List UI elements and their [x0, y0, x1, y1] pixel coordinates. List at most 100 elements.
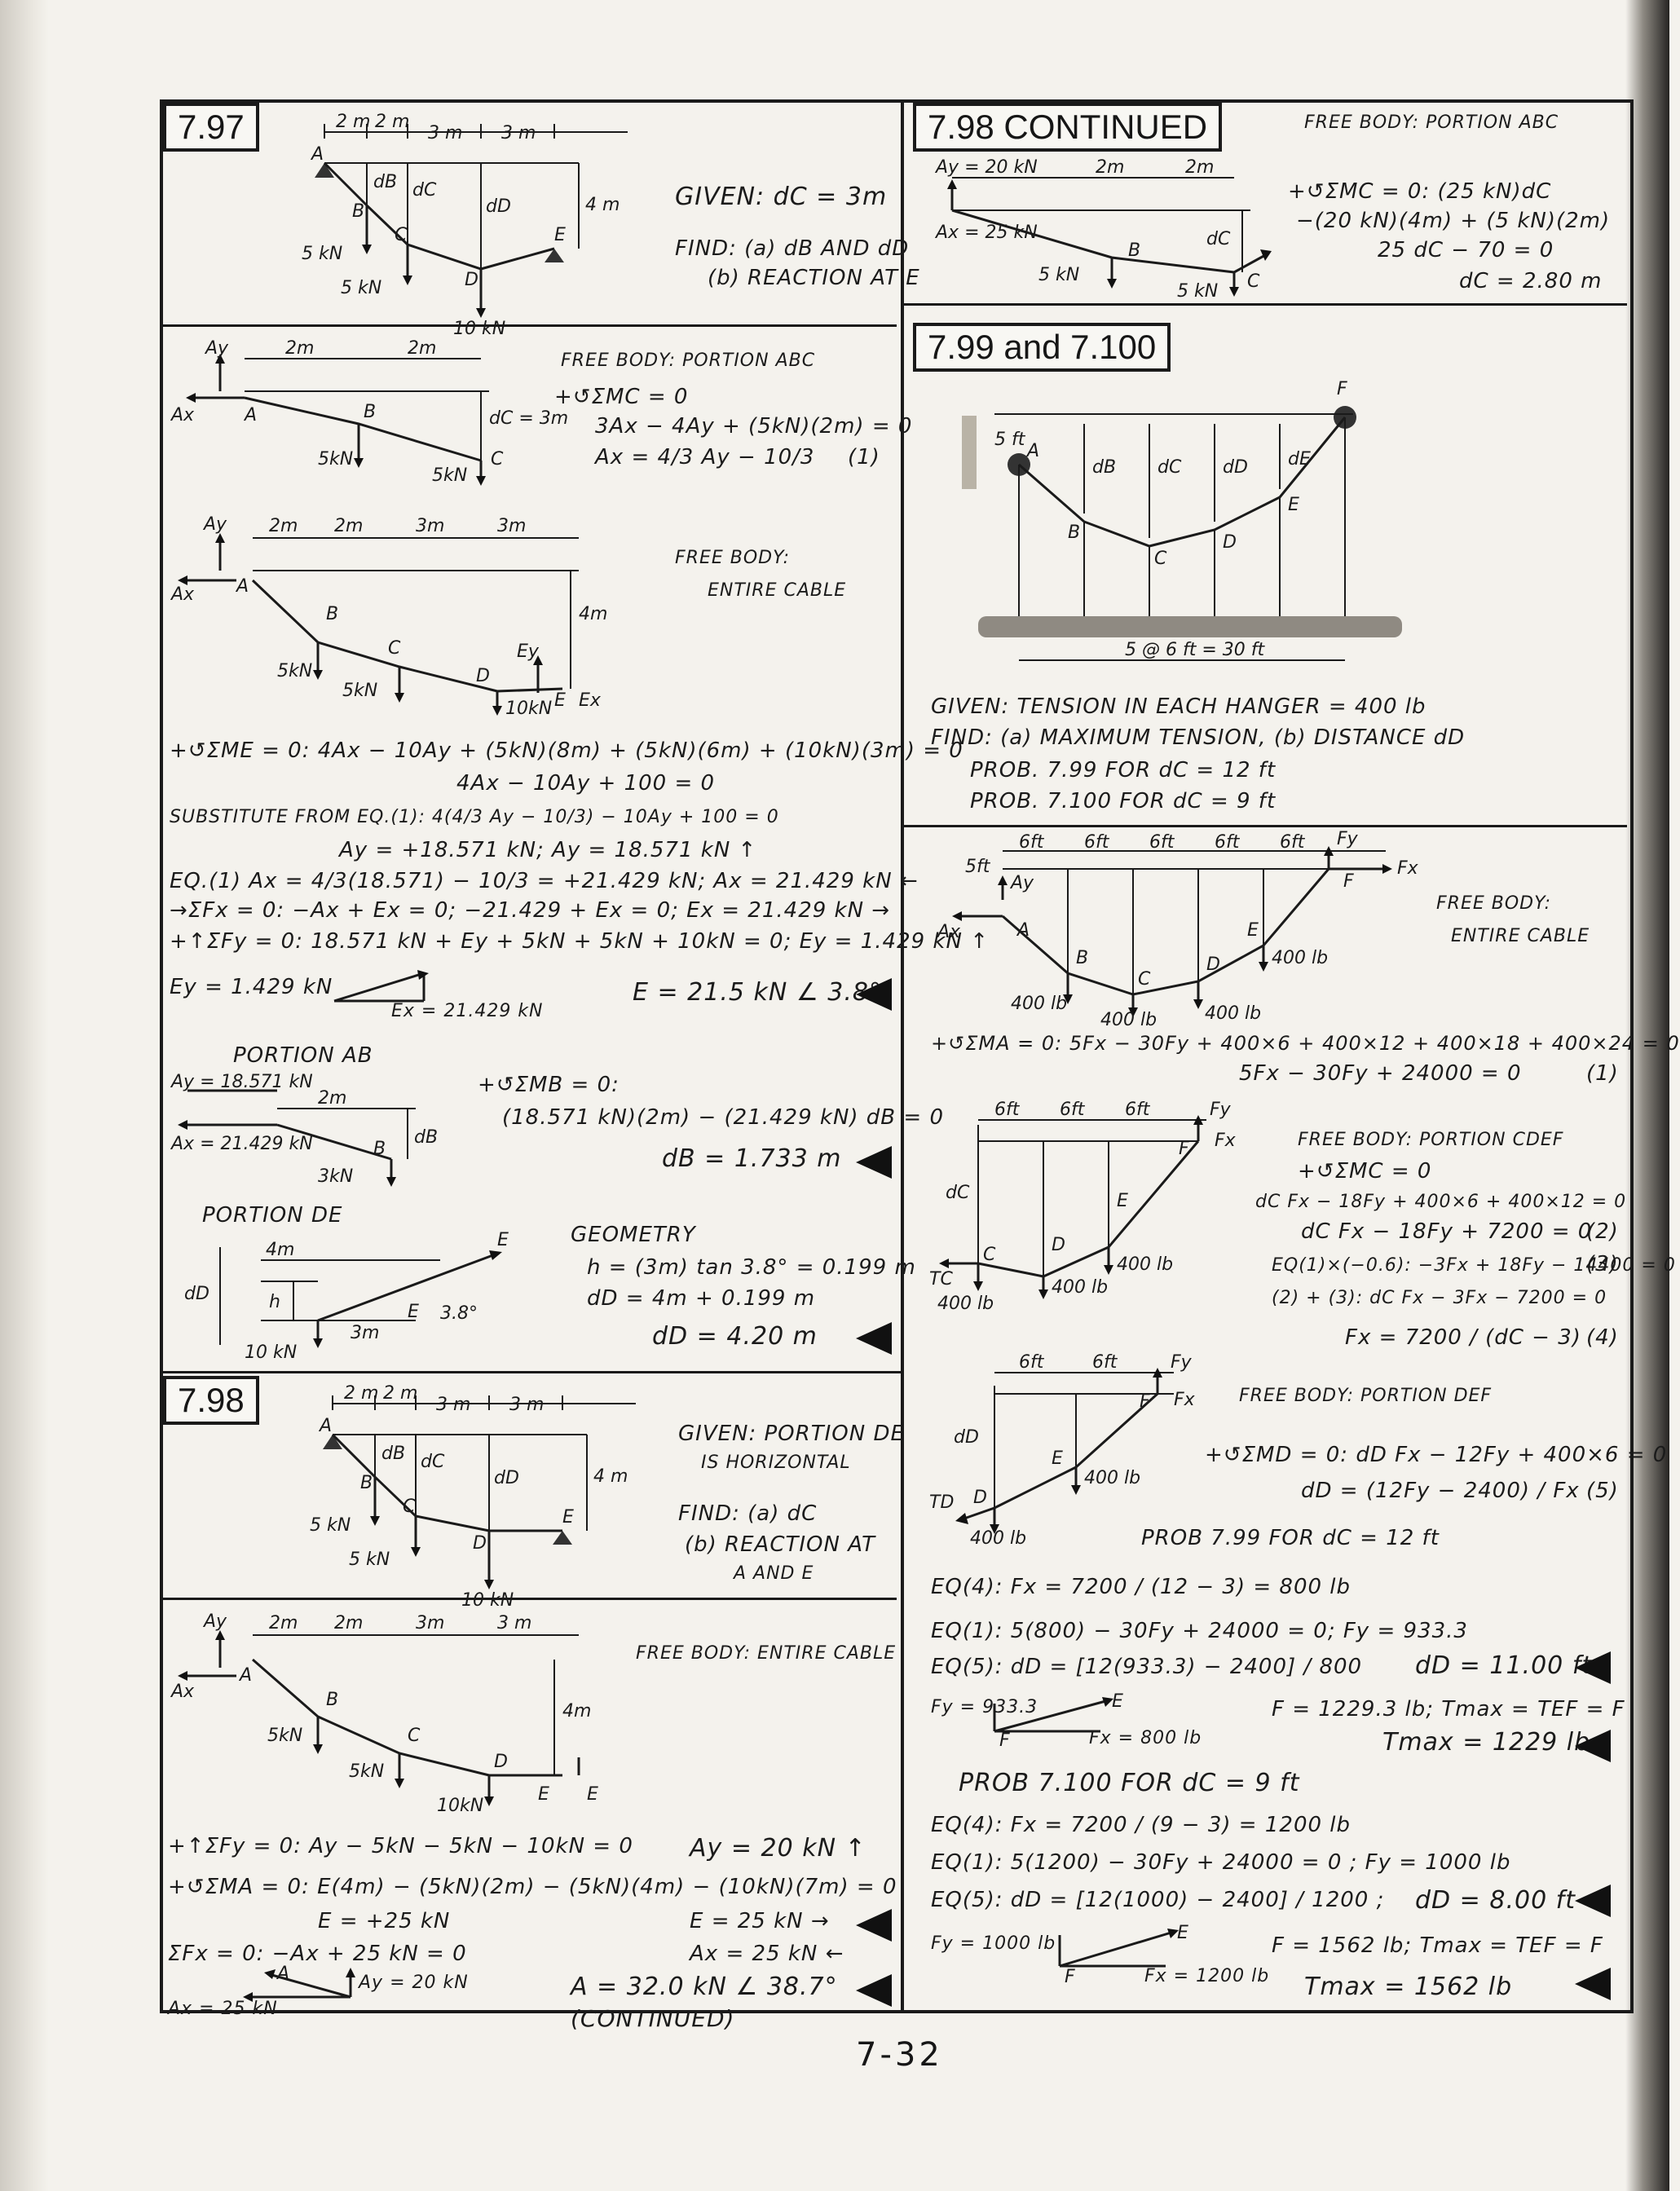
page-frame	[160, 99, 1634, 2013]
tri-fy-799: Fy = 933.3	[931, 1697, 1038, 1717]
fb-load: 5kN	[318, 449, 353, 470]
fb-f: F	[1179, 1139, 1189, 1159]
result-a-798: A = 32.0 kN ∠ 38.7°	[571, 1973, 838, 2001]
tri-ax: Ax = 25 kN	[168, 1999, 278, 2019]
fb-label-e: E	[538, 1784, 549, 1805]
support-a-icon	[315, 163, 334, 178]
fb-entire-cable-797: Ay Ax A B C D E Ey Ex 2m 2m 3m 3m 4m 5kN…	[170, 514, 607, 719]
eq-line-2: 4Ax − 10Ay + 100 = 0	[456, 771, 716, 796]
fig-dc: dC	[1157, 457, 1182, 478]
fig-label-db: dB	[373, 172, 397, 192]
fb-portion-abc-798: Ay = 20 kN Ax = 25 kN 2m 2m B C dC 5 kN …	[934, 157, 1272, 302]
given-798: GIVEN: PORTION DE	[678, 1422, 905, 1446]
eq-ma-2: 5Fx − 30Fy + 24000 = 0	[1239, 1061, 1522, 1086]
ans-7100-1: EQ(4): Fx = 7200 / (9 − 3) = 1200 lb	[931, 1813, 1351, 1837]
fb-dc: dC	[946, 1183, 970, 1203]
fb-load: 5kN	[432, 465, 467, 486]
ans-7100-3: EQ(5): dD = [12(1000) − 2400] / 1200 ;	[931, 1888, 1385, 1912]
portion-de-title: PORTION DE	[202, 1203, 343, 1228]
fb-a: A	[1016, 920, 1030, 941]
fb-de-h: h	[269, 1292, 280, 1312]
fig-label-e: E	[554, 225, 566, 245]
section-rule	[163, 324, 897, 327]
fb-fy: Fy	[1210, 1100, 1232, 1120]
fb-dim-2m: 2m	[334, 516, 363, 536]
fbc-result: dC = 2.80 m	[1459, 269, 1603, 293]
portion-ab-title: PORTION AB	[233, 1043, 373, 1068]
fb-label-b: B	[326, 1690, 338, 1710]
fbc-load: 5 kN	[1038, 265, 1079, 285]
fb-dim-2m: 2m	[334, 1613, 363, 1633]
fb-e: E	[1117, 1191, 1128, 1211]
fig-f: F	[1337, 379, 1347, 399]
find-799: FIND: (a) MAXIMUM TENSION, (b) DISTANCE …	[931, 725, 1466, 750]
dim-3m: 3 m	[501, 123, 536, 143]
fb-dim-2m: 2m	[269, 1613, 298, 1633]
eq-ax: Ax = 4/3 Ay − 10/3	[595, 445, 815, 470]
eq-number-1: (1)	[848, 445, 880, 470]
fig-label-dd: dD	[486, 196, 511, 217]
fb-label-ax: Ax	[170, 405, 195, 425]
fbc-dim: 2m	[1185, 157, 1214, 178]
heading-prob-799: PROB 7.99 FOR dC = 12 ft	[1141, 1526, 1440, 1550]
eq-line-6: →ΣFx = 0: −Ax + Ex = 0; −21.429 + Ex = 0…	[170, 898, 891, 923]
given-799: GIVEN: TENSION IN EACH HANGER = 400 lb	[931, 694, 1426, 719]
fb-title-def: FREE BODY: PORTION DEF	[1239, 1386, 1493, 1406]
pipe	[978, 616, 1402, 637]
problem-label-7-98-continued: 7.98 CONTINUED	[913, 103, 1223, 152]
fig-label-d: D	[465, 270, 478, 290]
fb-load: 400 lb	[1052, 1277, 1108, 1298]
support-e-icon	[553, 1531, 572, 1545]
eq-number-2: (2)	[1586, 1219, 1619, 1244]
eq-line-1: +↺ΣME = 0: 4Ax − 10Ay + (5kN)(8m) + (5kN…	[170, 738, 963, 763]
figure-7-99: 5 ft A F B C D E dB dC dD dE 5 @ 6 ft = …	[962, 379, 1402, 661]
fb-e: E	[1247, 920, 1259, 941]
fb-de-e: E	[497, 1230, 509, 1250]
fig-h: 5 ft	[994, 430, 1026, 450]
continued-note: (CONTINUED)	[571, 2005, 735, 2032]
fb-portion-cdef: 6ft 6ft 6ft Fy Fx F E D C TC dC 400 lb 4…	[929, 1100, 1237, 1314]
eq-md: +↺ΣMD = 0: dD Fx − 12Fy + 400×6 = 0	[1205, 1443, 1668, 1467]
fb-d: D	[1206, 954, 1220, 975]
fb-portion-def: 6ft 6ft Fy Fx F E D TD dD 400 lb 400 lb	[929, 1352, 1196, 1549]
eq-line-7: +↑ΣFy = 0: 18.571 kN + Ey + 5kN + 5kN + …	[170, 929, 989, 954]
fig-c: C	[1154, 549, 1167, 569]
eq-line-5: EQ.(1) Ax = 4/3(18.571) − 10/3 = +21.429…	[170, 869, 919, 893]
fb-de-angle: 3.8°	[440, 1303, 478, 1324]
eq-mb: +↺ΣMB = 0:	[478, 1073, 620, 1097]
eq-798-1: +↑ΣFy = 0: Ay − 5kN − 5kN − 10kN = 0	[168, 1834, 633, 1858]
fb-f: F	[1140, 1391, 1150, 1412]
fig-label-c: C	[403, 1497, 416, 1517]
geometry-dd: dD = 4m + 0.199 m	[587, 1286, 816, 1311]
fig-dd: dD	[1223, 457, 1248, 478]
section-rule	[903, 303, 1627, 306]
fb-load: 400 lb	[1272, 948, 1328, 968]
fbc-eq2: −(20 kN)(4m) + (5 kN)(2m)	[1296, 209, 1611, 233]
tri-fx-799: Fx = 800 lb	[1089, 1728, 1202, 1748]
figure-7-97: 2 m 2 m 3 m 3 m A B C D E dB dC dD 4 m 5…	[302, 112, 628, 339]
dim-3m: 3 m	[509, 1395, 544, 1415]
fb-load: 400 lb	[1205, 1003, 1261, 1024]
fb-title-798: FREE BODY: ENTIRE CABLE	[636, 1643, 897, 1664]
fb-fy: Fy	[1337, 829, 1359, 849]
force-triangle-7100: F E	[1058, 1923, 1188, 1987]
fig-b: B	[1068, 522, 1080, 543]
fbc-eq3: 25 dC − 70 = 0	[1378, 238, 1554, 262]
fb-label-ay: Ay	[202, 514, 227, 535]
find-798: FIND: (a) dC	[678, 1501, 818, 1526]
fb-load: 400 lb	[1011, 994, 1067, 1014]
tri-ay: Ay = 20 kN	[359, 1973, 469, 1993]
fb-ab-ax: Ax = 21.429 kN	[170, 1134, 313, 1154]
fb-load: 5kN	[267, 1726, 302, 1746]
load-5kn: 5 kN	[349, 1550, 390, 1570]
result-tmax-799: Tmax = 1229 lb	[1382, 1728, 1591, 1757]
result-ey: Ey = 1.429 kN	[170, 975, 333, 999]
fb-load: 10kN	[505, 699, 552, 719]
fb-dim-6ft: 6ft	[1084, 832, 1110, 853]
fbc-eq1: +↺ΣMC = 0: (25 kN)dC	[1288, 179, 1552, 204]
fb-dim-6ft: 6ft	[1019, 1352, 1045, 1373]
fb-d: D	[1052, 1235, 1065, 1255]
fbc-ay: Ay = 20 kN	[934, 157, 1038, 178]
fb-dim-3m: 3m	[416, 516, 444, 536]
dim-2m: 2 m	[375, 112, 409, 132]
